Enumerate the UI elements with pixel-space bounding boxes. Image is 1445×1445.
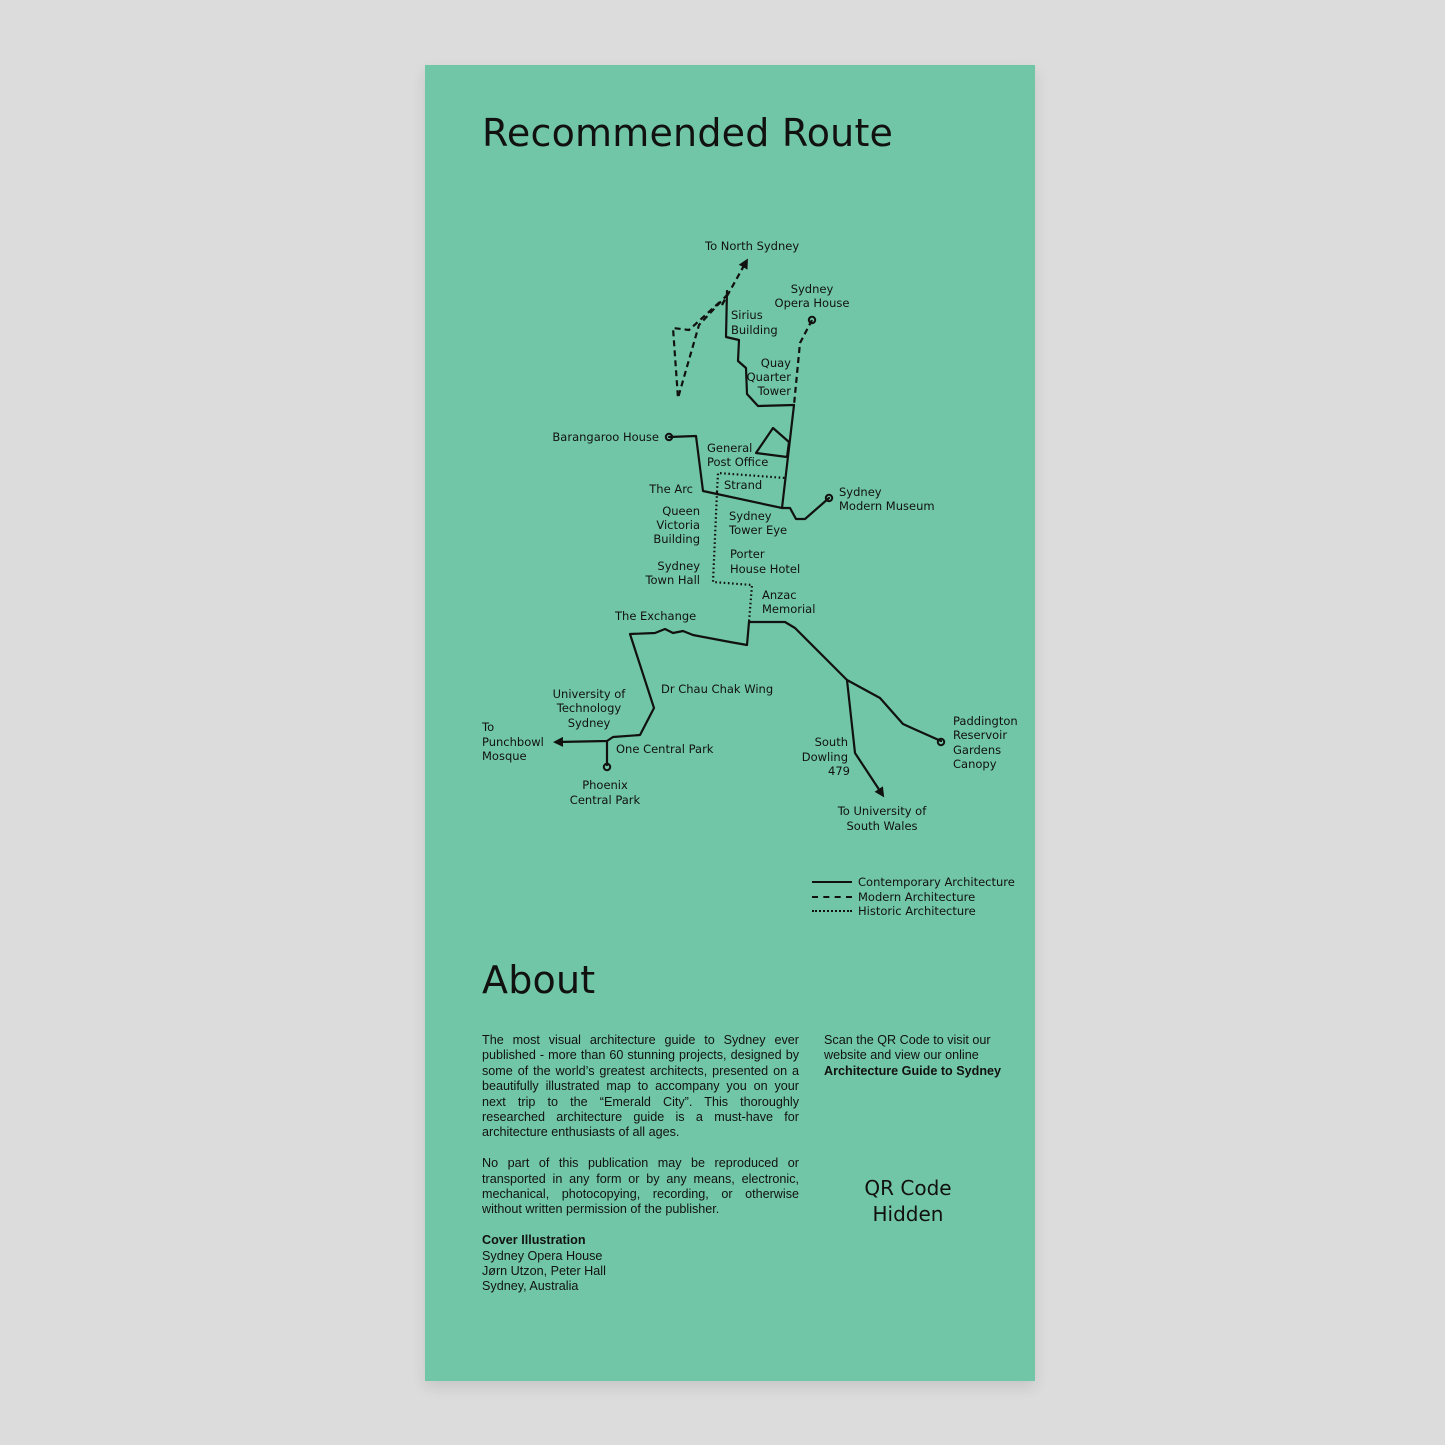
label-phoenix: Central Park	[570, 793, 641, 807]
label-paddington: Gardens	[953, 743, 1001, 757]
label-gpo: General	[707, 441, 752, 455]
label-porter-house: Porter	[730, 547, 765, 561]
label-quay-quarter: Quay	[761, 356, 791, 370]
label-uts: Sydney	[568, 716, 611, 730]
label-strand: Strand	[724, 478, 762, 492]
label-barangaroo: Barangaroo House	[552, 430, 659, 444]
qr-code-placeholder[interactable]: QR Code Hidden	[845, 1175, 971, 1227]
label-opera-house: Opera House	[775, 296, 850, 310]
paddington-stop-marker	[936, 737, 946, 747]
phoenix-stop-marker	[602, 762, 612, 772]
label-gpo: Post Office	[707, 455, 768, 469]
route-historic-strand	[715, 471, 786, 493]
legend-item-modern: Modern Architecture	[812, 890, 1015, 905]
label-modern-museum: Modern Museum	[839, 499, 935, 513]
legend-label: Historic Architecture	[858, 904, 976, 919]
label-paddington: Canopy	[953, 757, 997, 771]
label-one-central: One Central Park	[616, 742, 714, 756]
label-tower-eye: Sydney	[729, 509, 772, 523]
qr-placeholder-line: QR Code	[864, 1176, 952, 1200]
route-exchange-to-uts	[553, 620, 751, 747]
about-title: About	[482, 958, 596, 1002]
route-to-unsw	[845, 678, 885, 798]
barangaroo-stop-marker	[664, 432, 674, 442]
route-opera-house	[792, 319, 813, 406]
label-south-dowling: 479	[828, 764, 850, 778]
label-punchbowl: Mosque	[482, 749, 527, 763]
legend-dotted-line	[812, 910, 852, 913]
label-town-hall: Town Hall	[644, 573, 700, 587]
label-uts: Technology	[556, 701, 622, 715]
credit-line: Sydney, Australia	[482, 1279, 579, 1294]
legend-solid-line	[812, 881, 852, 884]
label-anzac: Memorial	[762, 602, 815, 616]
label-exchange: The Exchange	[614, 609, 696, 623]
label-porter-house: House Hotel	[730, 562, 800, 576]
cover-credit: Cover Illustration Sydney Opera House Jø…	[482, 1233, 799, 1295]
label-phoenix: Phoenix	[582, 778, 628, 792]
legend-item-historic: Historic Architecture	[812, 904, 1015, 919]
label-uts: University of	[553, 687, 627, 701]
route-north-sydney	[721, 258, 748, 306]
label-punchbowl: To	[481, 720, 494, 734]
legend-dashed-line	[812, 895, 852, 898]
about-paragraph: The most visual architecture guide to Sy…	[482, 1033, 799, 1140]
label-unsw: To University of	[837, 804, 927, 818]
credit-heading: Cover Illustration	[482, 1233, 586, 1248]
label-sirius: Sirius	[731, 308, 763, 322]
route-map: To North Sydney Sydney Opera House Siriu…	[481, 239, 1018, 833]
credit-line: Sydney Opera House	[482, 1248, 603, 1263]
label-paddington: Reservoir	[953, 728, 1007, 742]
qr-guide-link-text: Architecture Guide to Sydney	[824, 1063, 1002, 1078]
route-quay-to-strand	[780, 403, 831, 521]
opera-house-stop-marker	[807, 315, 817, 325]
qr-text-line: website and view our online	[824, 1048, 979, 1063]
label-qvb: Queen	[662, 504, 700, 518]
label-quay-quarter: Quarter	[747, 370, 792, 384]
label-qvb: Victoria	[656, 518, 700, 532]
map-legend: Contemporary Architecture Modern Archite…	[812, 875, 1015, 919]
qr-text-line: Scan the QR Code to visit our	[824, 1033, 991, 1047]
route-barangaroo-loop	[671, 293, 729, 400]
route-anzac-junction	[747, 620, 943, 743]
legend-label: Contemporary Architecture	[858, 875, 1015, 890]
label-opera-house: Sydney	[791, 282, 834, 296]
label-town-hall: Sydney	[657, 559, 700, 573]
label-south-dowling: South	[815, 735, 848, 749]
route-sirius-to-quay	[724, 289, 796, 408]
label-sirius: Building	[731, 323, 778, 337]
label-tower-eye: Tower Eye	[728, 523, 787, 537]
copyright-paragraph: No part of this publication may be repro…	[482, 1156, 799, 1217]
label-unsw: South Wales	[846, 819, 917, 833]
legend-label: Modern Architecture	[858, 889, 976, 904]
label-the-arc: The Arc	[648, 482, 693, 496]
route-barangaroo-to-arc	[667, 434, 784, 510]
label-quay-quarter: Tower	[757, 384, 792, 398]
legend-item-contemporary: Contemporary Architecture	[812, 875, 1015, 890]
modern-museum-stop-marker	[824, 493, 834, 503]
label-chau-chak: Dr Chau Chak Wing	[661, 682, 773, 696]
label-punchbowl: Punchbowl	[482, 735, 544, 749]
route-gpo-triangle	[754, 426, 791, 459]
label-paddington: Paddington	[953, 714, 1018, 728]
qr-placeholder-line: Hidden	[872, 1202, 944, 1226]
label-north-sydney: To North Sydney	[704, 239, 799, 253]
route-title: Recommended Route	[482, 111, 894, 155]
credit-line: Jørn Utzon, Peter Hall	[482, 1264, 606, 1279]
route-historic-qvb	[711, 491, 754, 623]
label-south-dowling: Dowling	[802, 750, 848, 764]
label-qvb: Building	[653, 532, 700, 546]
label-modern-museum: Sydney	[839, 485, 882, 499]
poster: Recommended Route To North Sydney S	[425, 65, 1035, 1381]
about-text: The most visual architecture guide to Sy…	[482, 1033, 799, 1295]
qr-instructions: Scan the QR Code to visit our website an…	[824, 1033, 1024, 1079]
label-anzac: Anzac	[762, 588, 797, 602]
